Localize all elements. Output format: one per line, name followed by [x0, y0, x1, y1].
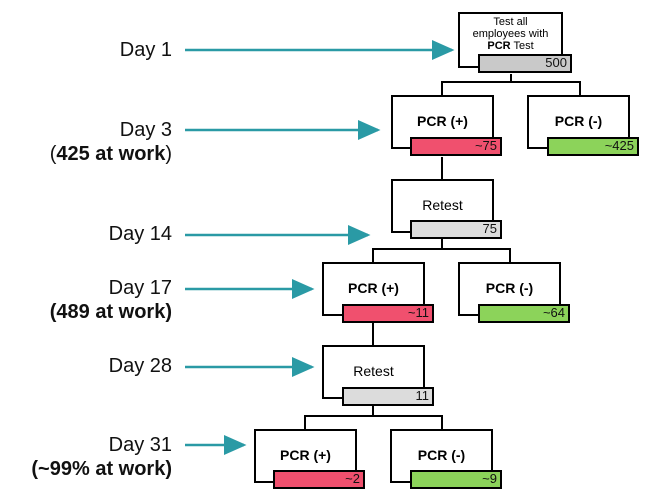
day17-label: Day 17 (489 at work)	[49, 277, 172, 323]
day28-label: Day 28	[108, 355, 172, 377]
root-count: 500	[478, 54, 572, 73]
retest2-title: Retest	[353, 363, 394, 379]
root-line2: employees with	[472, 28, 549, 40]
day17-positive-count: ~11	[342, 304, 434, 323]
day31-negative-count: ~9	[410, 470, 502, 489]
retest2-count: 11	[342, 387, 434, 406]
tree-lines	[304, 74, 581, 430]
day17-negative-title: PCR (-)	[485, 280, 534, 296]
day3-negative-title: PCR (-)	[554, 113, 603, 129]
day3-label: Day 3 (425 at work)	[49, 119, 172, 165]
retest1-title: Retest	[422, 197, 463, 213]
day14-label: Day 14	[108, 223, 172, 245]
retest1-count: 75	[410, 220, 502, 239]
day17-positive-title: PCR (+)	[348, 280, 399, 296]
day31-positive-count: ~2	[273, 470, 365, 489]
day31-label: Day 31 (~99% at work)	[31, 434, 172, 480]
day31-negative-title: PCR (-)	[417, 447, 466, 463]
day3-positive-title: PCR (+)	[417, 113, 468, 129]
day31-positive-title: PCR (+)	[280, 447, 331, 463]
root-rest: Test	[510, 40, 534, 52]
root-test-box: Test all employees with PCR Test	[458, 12, 563, 68]
day3-positive-count: ~75	[410, 137, 502, 156]
day3-negative-count: ~425	[547, 137, 639, 156]
day17-negative-count: ~64	[478, 304, 570, 323]
day1-label: Day 1	[119, 39, 172, 61]
root-pcr-bold: PCR	[487, 40, 511, 52]
root-line1: Test all	[493, 16, 528, 28]
